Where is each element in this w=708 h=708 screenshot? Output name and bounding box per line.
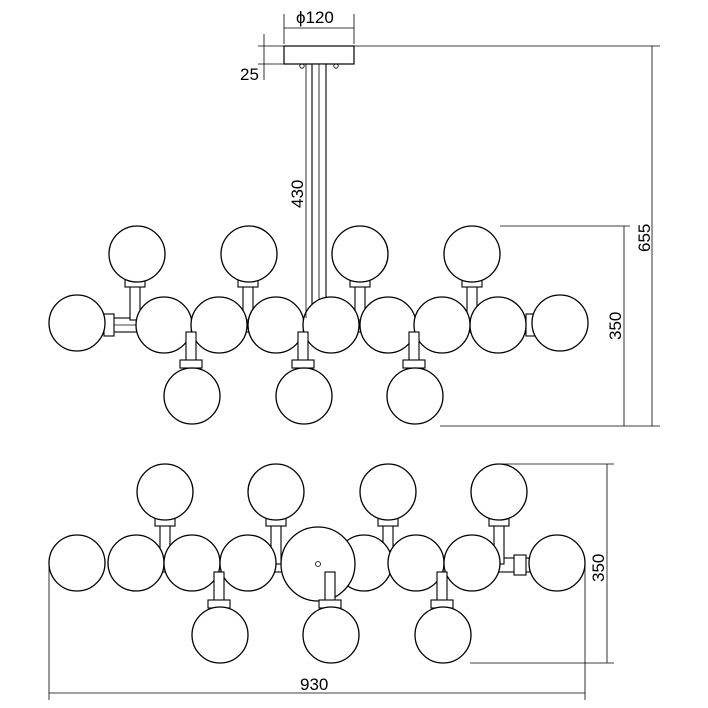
rod-length-label: 430 [288, 180, 307, 208]
top-view-lower-globes [191, 571, 472, 664]
front-view [48, 45, 589, 425]
top-view-upper-globes [136, 463, 528, 565]
total-height-label: 655 [635, 224, 654, 252]
front-bottom-globes [163, 331, 444, 425]
canopy-height-label: 25 [240, 65, 259, 84]
front-middle-globes [48, 294, 589, 354]
ceiling-canopy [283, 45, 355, 65]
top-depth-label: 350 [589, 554, 608, 582]
top-view-canopy [280, 526, 356, 602]
top-view [48, 463, 586, 664]
top-dimensions: 350 930 [48, 463, 614, 700]
front-top-globes [108, 225, 501, 321]
top-view-middle-globes [48, 526, 586, 602]
total-width-label: 930 [300, 675, 328, 694]
front-dimensions: ϕ120 25 430 655 350 [240, 8, 660, 427]
canopy-diameter-label: ϕ120 [296, 8, 334, 27]
body-height-label: 350 [606, 312, 625, 340]
